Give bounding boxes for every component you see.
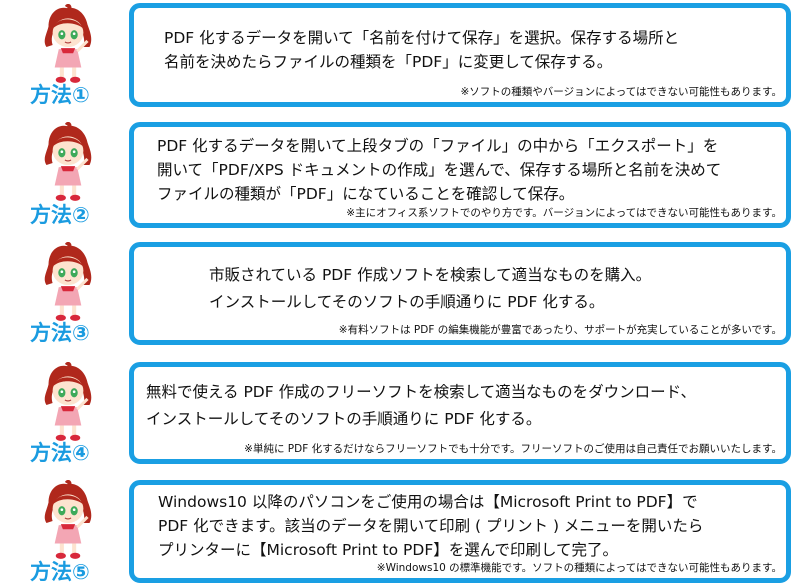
- method-label: 方法③: [30, 321, 90, 345]
- method-text-line: 名前を決めたらファイルの種類を「PDF」に変更して保存する。: [164, 53, 613, 71]
- method-text-line: インストールしてそのソフトの手順通りに PDF 化する。: [146, 410, 542, 428]
- method-label: 方法①: [30, 83, 90, 107]
- method-box: Windows10 以降のパソコンをご使用の場合は【Microsoft Prin…: [129, 480, 791, 583]
- method-box: PDF 化するデータを開いて上段タブの「ファイル」の中から「エクスポート」を 開…: [129, 122, 791, 228]
- method-text-line: ファイルの種類が「PDF」になていることを確認して保存。: [157, 185, 575, 203]
- method-label: 方法⑤: [30, 560, 90, 584]
- method-note: ※単純に PDF 化するだけならフリーソフトでも十分です。フリーソフトのご使用は…: [244, 443, 782, 455]
- method-box: 市販されている PDF 作成ソフトを検索して適当なものを購入。 インストールして…: [129, 242, 791, 345]
- method-text-line: PDF 化できます。該当のデータを開いて印刷 ( プリント ) メニューを開いた…: [158, 517, 704, 535]
- method-text-line: 無料で使える PDF 作成のフリーソフトを検索して適当なものをダウンロード、: [146, 383, 697, 401]
- method-note: ※主にオフィス系ソフトでのやり方です。バージョンによってはできない可能性もありま…: [346, 207, 782, 219]
- girl-character-icon: [43, 122, 93, 203]
- method-text-line: PDF 化するデータを開いて上段タブの「ファイル」の中から「エクスポート」を: [157, 137, 719, 155]
- method-label: 方法②: [30, 203, 90, 227]
- method-note: ※ソフトの種類やバージョンによってはできない可能性もあります。: [460, 86, 783, 98]
- method-text-line: 市販されている PDF 作成ソフトを検索して適当なものを購入。: [209, 266, 652, 284]
- method-box: 無料で使える PDF 作成のフリーソフトを検索して適当なものをダウンロード、 イ…: [129, 362, 791, 464]
- girl-character-icon: [43, 362, 93, 443]
- method-text-line: インストールしてそのソフトの手順通りに PDF 化する。: [209, 293, 605, 311]
- girl-character-icon: [43, 480, 93, 561]
- method-label: 方法④: [30, 441, 90, 465]
- method-text-line: PDF 化するデータを開いて「名前を付けて保存」を選択。保存する場所と: [164, 29, 680, 47]
- girl-character-icon: [43, 4, 93, 85]
- girl-character-icon: [43, 242, 93, 323]
- method-text-line: プリンターに【Microsoft Print to PDF】を選んで印刷して完了…: [158, 541, 618, 559]
- method-text-line: Windows10 以降のパソコンをご使用の場合は【Microsoft Prin…: [158, 493, 698, 511]
- method-text-line: 開いて「PDF/XPS ドキュメントの作成」を選んで、保存する場所と名前を決めて: [157, 161, 722, 179]
- method-note: ※有料ソフトは PDF の編集機能が豊富であったり、サポートが充実していることが…: [338, 324, 782, 336]
- method-box: PDF 化するデータを開いて「名前を付けて保存」を選択。保存する場所と 名前を決…: [129, 3, 791, 107]
- method-note: ※Windows10 の標準機能です。ソフトの種類によってはできない可能性もあり…: [376, 562, 782, 574]
